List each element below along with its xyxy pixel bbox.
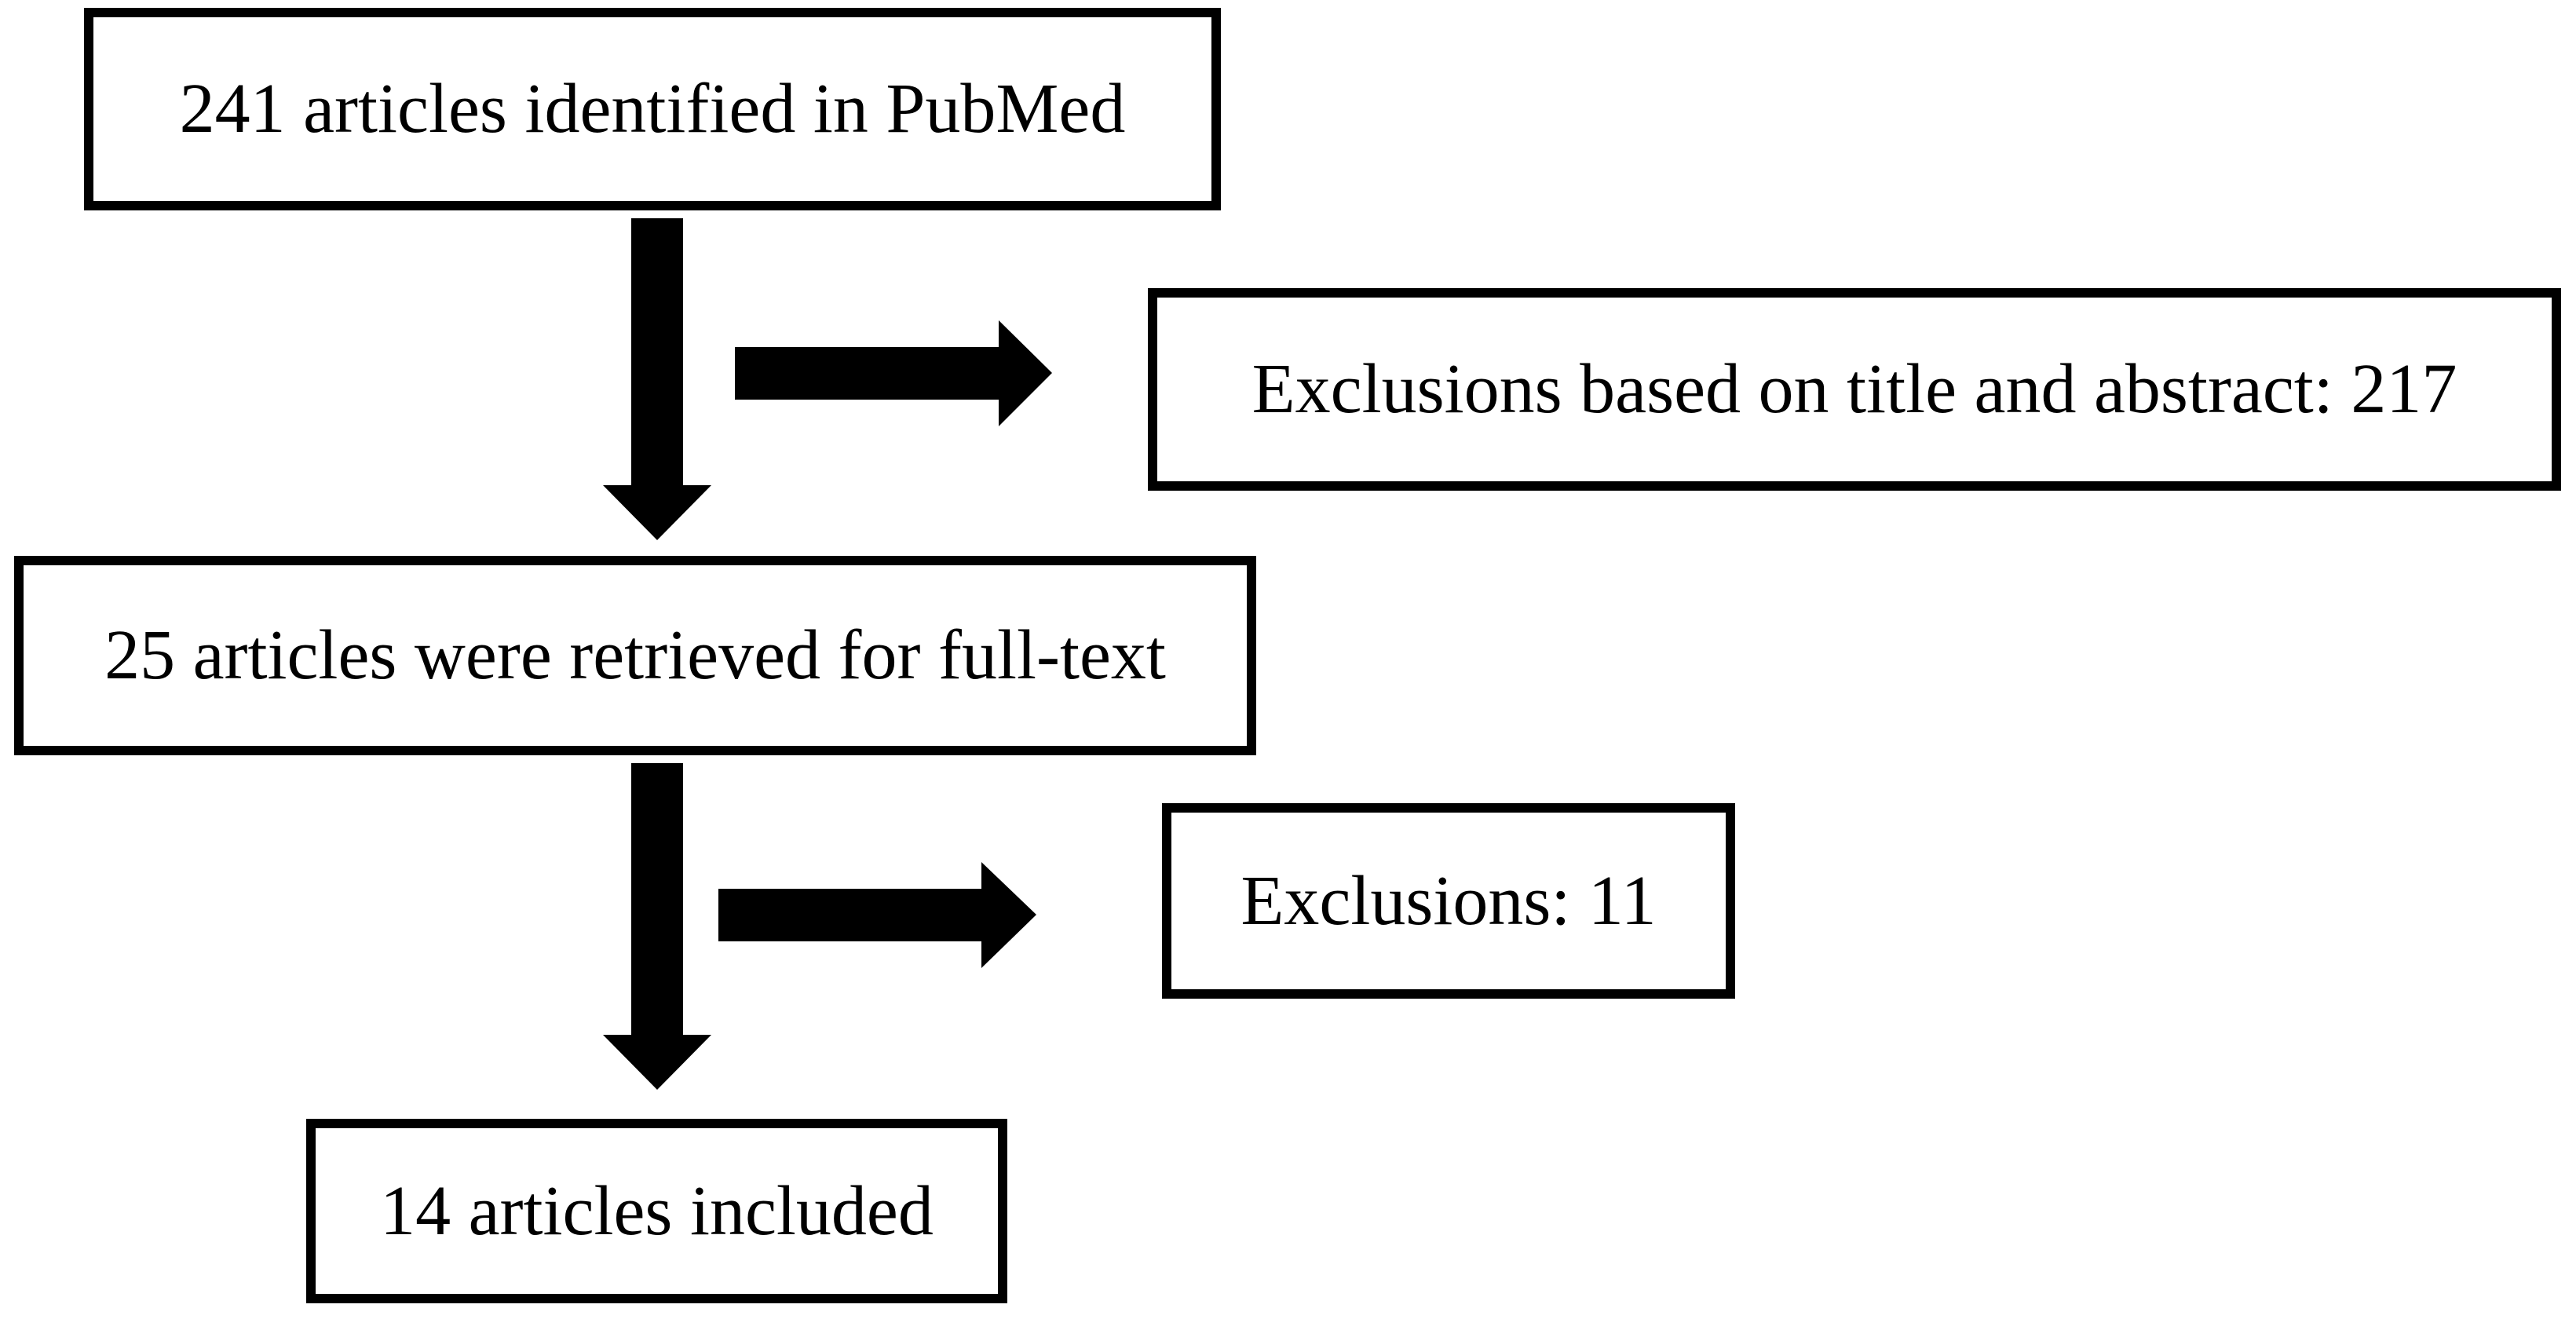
node-articles-included: 14 articles included [306,1119,1007,1303]
down-arrow-icon [603,763,711,1090]
node-exclusions-title-abstract-label: Exclusions based on title and abstract: … [1251,350,2457,428]
node-articles-identified: 241 articles identified in PubMed [84,8,1221,210]
node-exclusions-fulltext-label: Exclusions: 11 [1240,861,1657,940]
node-retrieved-fulltext: 25 articles were retrieved for full-text [14,556,1256,755]
down-arrow-icon [603,218,711,540]
node-articles-identified-label: 241 articles identified in PubMed [179,70,1126,148]
node-retrieved-fulltext-label: 25 articles were retrieved for full-text [104,616,1166,694]
node-articles-included-label: 14 articles included [380,1171,934,1250]
node-exclusions-fulltext: Exclusions: 11 [1162,803,1735,999]
node-exclusions-title-abstract: Exclusions based on title and abstract: … [1148,288,2561,491]
right-arrow-icon [718,862,1036,968]
right-arrow-icon [735,320,1052,426]
